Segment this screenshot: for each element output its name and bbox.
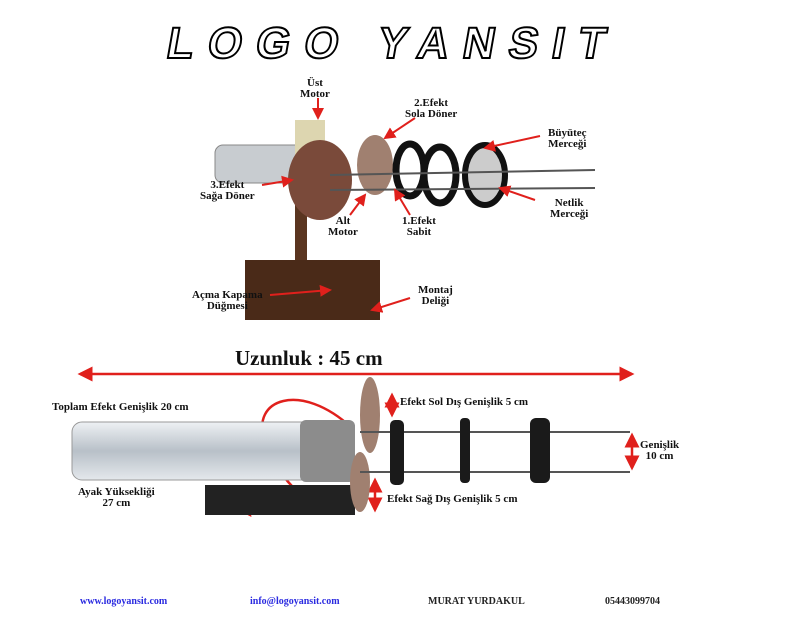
contact-phone: 05443099704	[605, 596, 660, 607]
label-right-outer: Efekt Sağ Dış Genişlik 5 cm	[387, 493, 518, 505]
website-link[interactable]: www.logoyansit.com	[80, 596, 168, 607]
logo: LOGO YANSIT	[162, 18, 625, 68]
contact-name: MURAT YURDAKUL	[428, 596, 525, 607]
length-title: Uzunluk : 45 cm	[235, 346, 383, 370]
label-total-width: Toplam Efekt Genişlik 20 cm	[52, 401, 189, 413]
projector-photo-side	[71, 366, 640, 518]
label-left-outer: Efekt Sol Dış Genişlik 5 cm	[400, 396, 529, 408]
projector-photo-top	[214, 98, 596, 320]
svg-text:LOGO YANSIT: LOGO YANSIT	[163, 19, 624, 68]
email-link[interactable]: info@logoyansit.com	[250, 596, 340, 607]
